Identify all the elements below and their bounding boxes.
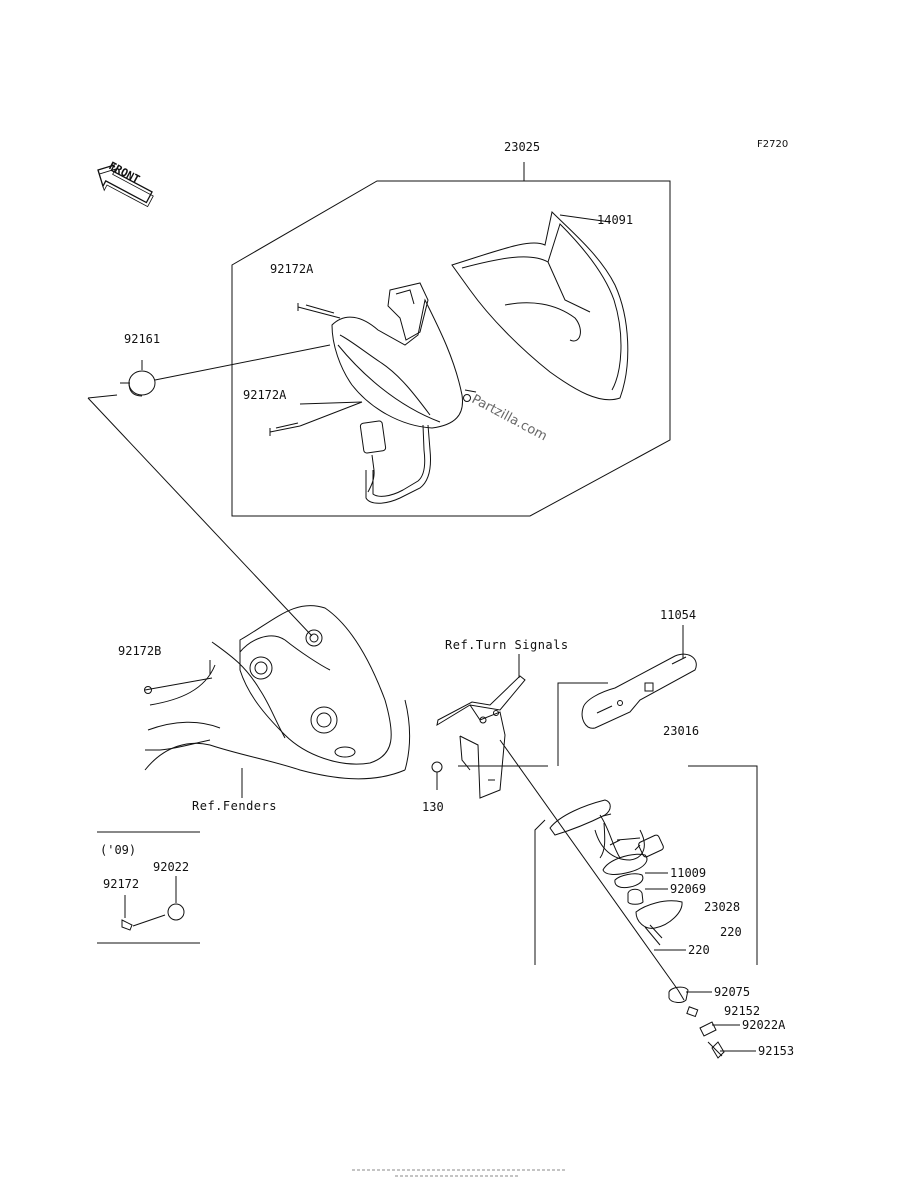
ref-turn-signals[interactable]: Ref.Turn Signals (445, 638, 569, 652)
part-label-92075[interactable]: 92075 (714, 985, 751, 999)
light-assembly-bracket (688, 765, 758, 965)
inset-part-92172[interactable]: 92172 (103, 877, 140, 891)
part-label-23016[interactable]: 23016 (663, 724, 700, 738)
part-label-220-b[interactable]: 220 (688, 943, 710, 957)
part-label-220-a[interactable]: 220 (720, 925, 742, 939)
rear-fender (144, 605, 411, 780)
part-label-130[interactable]: 130 (422, 800, 444, 814)
inset-box (97, 831, 200, 944)
part-label-11054[interactable]: 11054 (660, 608, 697, 622)
lamp-wiring-harness (359, 420, 431, 504)
assembly-axis (499, 739, 679, 991)
screw-92172A-top (297, 303, 341, 319)
part-label-92153[interactable]: 92153 (758, 1044, 795, 1058)
assembly-axis (677, 989, 685, 1001)
part-label-23028[interactable]: 23028 (704, 900, 741, 914)
figure-code: F2720 (757, 139, 789, 150)
license-lamp (549, 799, 683, 946)
plate-holder-23016 (557, 625, 697, 766)
part-label-11009[interactable]: 11009 (670, 866, 707, 880)
part-label-92069[interactable]: 92069 (670, 882, 707, 896)
inset-part-92022[interactable]: 92022 (153, 860, 190, 874)
part-label-92022A[interactable]: 92022A (742, 1018, 786, 1032)
leader-line (602, 813, 612, 817)
part-label-92172B[interactable]: 92172B (118, 644, 162, 658)
part-label-14091[interactable]: 14091 (597, 213, 634, 227)
tail-lamp-housing (331, 282, 477, 429)
assembly-number[interactable]: 23025 (504, 140, 541, 154)
front-arrow-icon (97, 163, 154, 208)
license-bracket (431, 654, 548, 799)
part-label-92172A-top[interactable]: 92172A (270, 262, 314, 276)
inset-year: ('09) (100, 843, 137, 857)
bolt-stack (668, 986, 725, 1059)
ref-fenders[interactable]: Ref.Fenders (192, 799, 277, 813)
part-label-92152[interactable]: 92152 (724, 1004, 761, 1018)
part-label-92172A-mid[interactable]: 92172A (243, 388, 287, 402)
assembly-bracket-box (231, 162, 671, 517)
screw-92172A-mid (269, 401, 363, 436)
tail-lens-14091 (451, 210, 629, 401)
light-assembly-bracket (534, 819, 546, 965)
copyright-footnote-graphic (352, 1169, 565, 1177)
leader-line (87, 397, 313, 637)
grommet-92161 (120, 344, 331, 397)
part-label-92161[interactable]: 92161 (124, 332, 161, 346)
leader-line (87, 394, 118, 399)
